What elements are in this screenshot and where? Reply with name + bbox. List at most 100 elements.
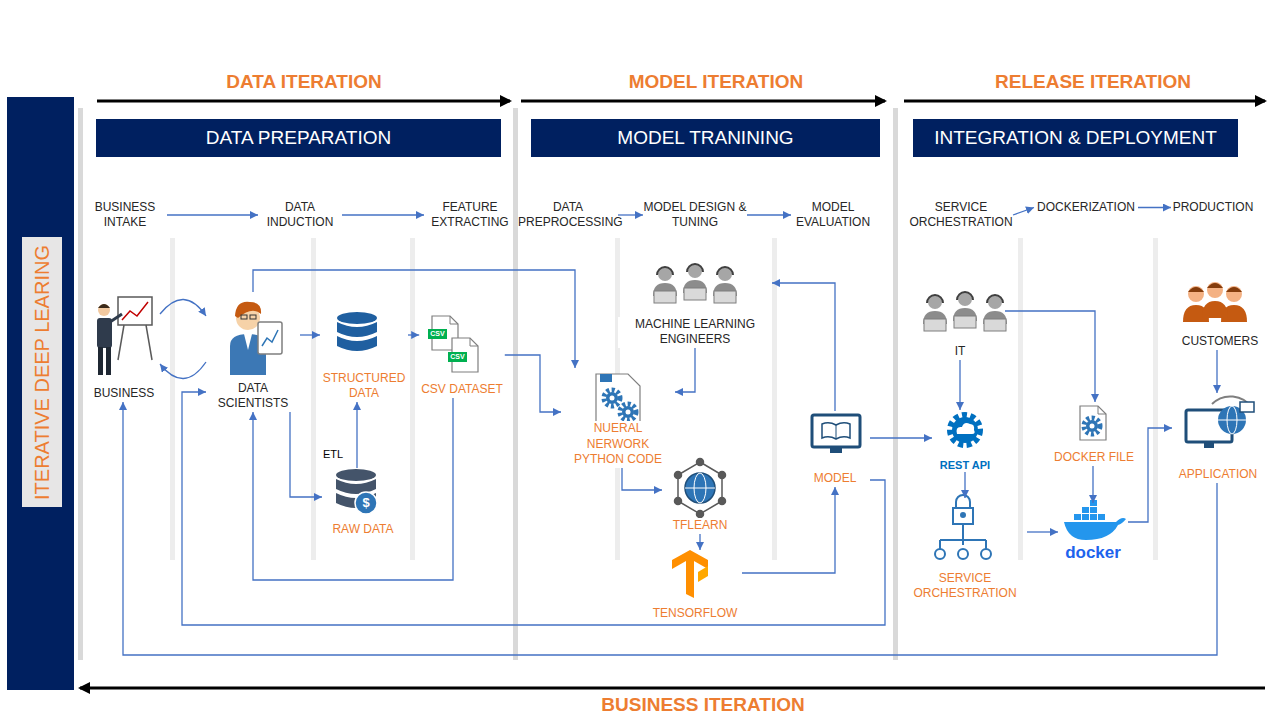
actor-node: DATA SCIENTISTS — [206, 292, 300, 412]
flow-arrow — [300, 334, 320, 335]
side-band-label: ITERATIVE DEEP LEARING — [22, 237, 62, 507]
stage-step: MODEL EVALUATION — [791, 200, 875, 230]
node-text: SERVICE ORCHESTRATION — [903, 571, 1027, 602]
file-tag: CSV — [450, 353, 464, 361]
flow-arrow — [290, 412, 322, 497]
node-text: MODEL EVALUATION — [791, 200, 875, 230]
stage-step: BUSINESS INTAKE — [83, 200, 167, 230]
flow-arrow — [342, 214, 424, 215]
customers-icon — [1183, 282, 1247, 322]
application-icon — [1186, 396, 1254, 448]
stage-step: DOCKERIZATION — [1034, 200, 1138, 215]
raw-data-icon — [336, 469, 377, 514]
node-text: RAW DATA — [332, 522, 393, 538]
phase-heading: RELEASE ITERATION — [995, 71, 1191, 93]
flow-arrow — [1092, 466, 1093, 503]
node-text: CUSTOMERS — [1182, 334, 1258, 350]
model-node: MODEL — [800, 411, 870, 487]
node-text: BUSINESS INTAKE — [83, 200, 167, 230]
flow-arrow — [1005, 311, 1095, 402]
phase-heading: DATA ITERATION — [226, 71, 382, 93]
flow-arrow — [772, 283, 835, 411]
tflearn-icon — [675, 459, 726, 518]
flow-arrow — [675, 348, 695, 392]
flow-arrow — [699, 534, 700, 550]
node-text: BUSINESS — [94, 386, 155, 402]
library-node: TENSORFLOW — [648, 550, 742, 622]
stage-step: DATA INDUCTION — [258, 200, 342, 230]
node-text: SERVICE ORCHESTRATION — [909, 200, 1013, 230]
flow-arrow — [160, 362, 206, 379]
actor-node: IT — [915, 286, 1005, 360]
phase-heading: MODEL ITERATION — [629, 71, 804, 93]
flow-arrow — [870, 437, 932, 438]
flow-arrow — [167, 214, 258, 215]
node-text: MACHINE LEARNING ENGINEERS — [618, 317, 772, 348]
python-code-icon — [596, 374, 640, 424]
phase-heading: BUSINESS ITERATION — [601, 694, 804, 716]
node-text: TENSORFLOW — [653, 606, 738, 622]
node-text: MODEL DESIGN & TUNING — [643, 200, 747, 230]
library-node: TFLEARN — [662, 456, 738, 534]
actor-node: CUSTOMERS — [1172, 280, 1268, 350]
flow-arrow — [1138, 207, 1171, 208]
node-text: DATA PREPROCESSING — [518, 200, 618, 230]
node-text: MODEL — [814, 471, 857, 487]
flow-arrow — [1216, 350, 1217, 393]
actor-node: BUSINESS — [88, 292, 160, 402]
phase-bar: INTEGRATION & DEPLOYMENT — [913, 119, 1238, 157]
data-node: STRUCTURED DATA — [320, 310, 408, 402]
flow-arrow — [959, 360, 960, 410]
node-text: PRODUCTION — [1171, 200, 1255, 215]
stage-stripes — [170, 238, 1158, 560]
node-text: STRUCTURED DATA — [320, 371, 408, 402]
flow-arrow — [742, 487, 835, 573]
flow-arrow — [964, 472, 965, 498]
orchestration-icon — [935, 495, 991, 559]
node-text: docker — [1065, 543, 1121, 563]
service-node: REST API — [932, 410, 998, 472]
tensorflow-logo — [672, 550, 708, 598]
stage-step: PRODUCTION — [1171, 200, 1255, 215]
node-text: ITERATIVE DEEP LEARING — [31, 245, 54, 500]
flow-arrow — [123, 402, 1217, 655]
model-icon — [812, 415, 860, 453]
stage-step: FEATURE EXTRACTING — [424, 200, 516, 230]
docker-whale — [1064, 500, 1126, 540]
flow-arrow — [505, 355, 561, 412]
csv-icon — [428, 316, 478, 372]
node-text: DATA PREPARATION — [206, 127, 391, 149]
flow-arrow — [747, 214, 791, 215]
phase-bar: DATA PREPARATION — [96, 119, 501, 157]
scientist-icon — [230, 302, 282, 375]
flow-arrow — [160, 299, 206, 316]
flow-arrow — [618, 214, 643, 215]
it-icon — [923, 292, 1007, 331]
node-text: NUERAL NERWORK PYTHON CODE — [561, 421, 675, 468]
flow-arrow — [1013, 208, 1034, 216]
file-tag: CSV — [430, 330, 444, 338]
structured-data-icon — [337, 312, 377, 351]
node-text: INTEGRATION & DEPLOYMENT — [934, 127, 1217, 149]
node-text: APPLICATION — [1179, 467, 1257, 483]
iteration-arrows — [80, 101, 1265, 688]
phase-bar: MODEL TRANINING — [531, 119, 880, 157]
flow-arrow — [1128, 428, 1172, 522]
stage-step: SERVICE ORCHESTRATION — [909, 200, 1013, 230]
flow-arrow — [408, 334, 419, 335]
rest-api-icon — [950, 415, 980, 445]
node-text: DOCKER FILE — [1054, 450, 1134, 466]
flow-arrow — [253, 270, 575, 368]
node-text: IT — [955, 344, 966, 360]
code-node: NUERAL NERWORK PYTHON CODE — [561, 368, 675, 468]
currency-symbol: $ — [362, 496, 369, 510]
node-text: TFLEARN — [673, 518, 728, 534]
node-text: MODEL TRANINING — [617, 127, 793, 149]
flow-arrow — [356, 402, 357, 468]
edge-label: ETL — [321, 448, 345, 460]
side-band — [7, 97, 74, 690]
flow-arrow — [253, 398, 453, 580]
